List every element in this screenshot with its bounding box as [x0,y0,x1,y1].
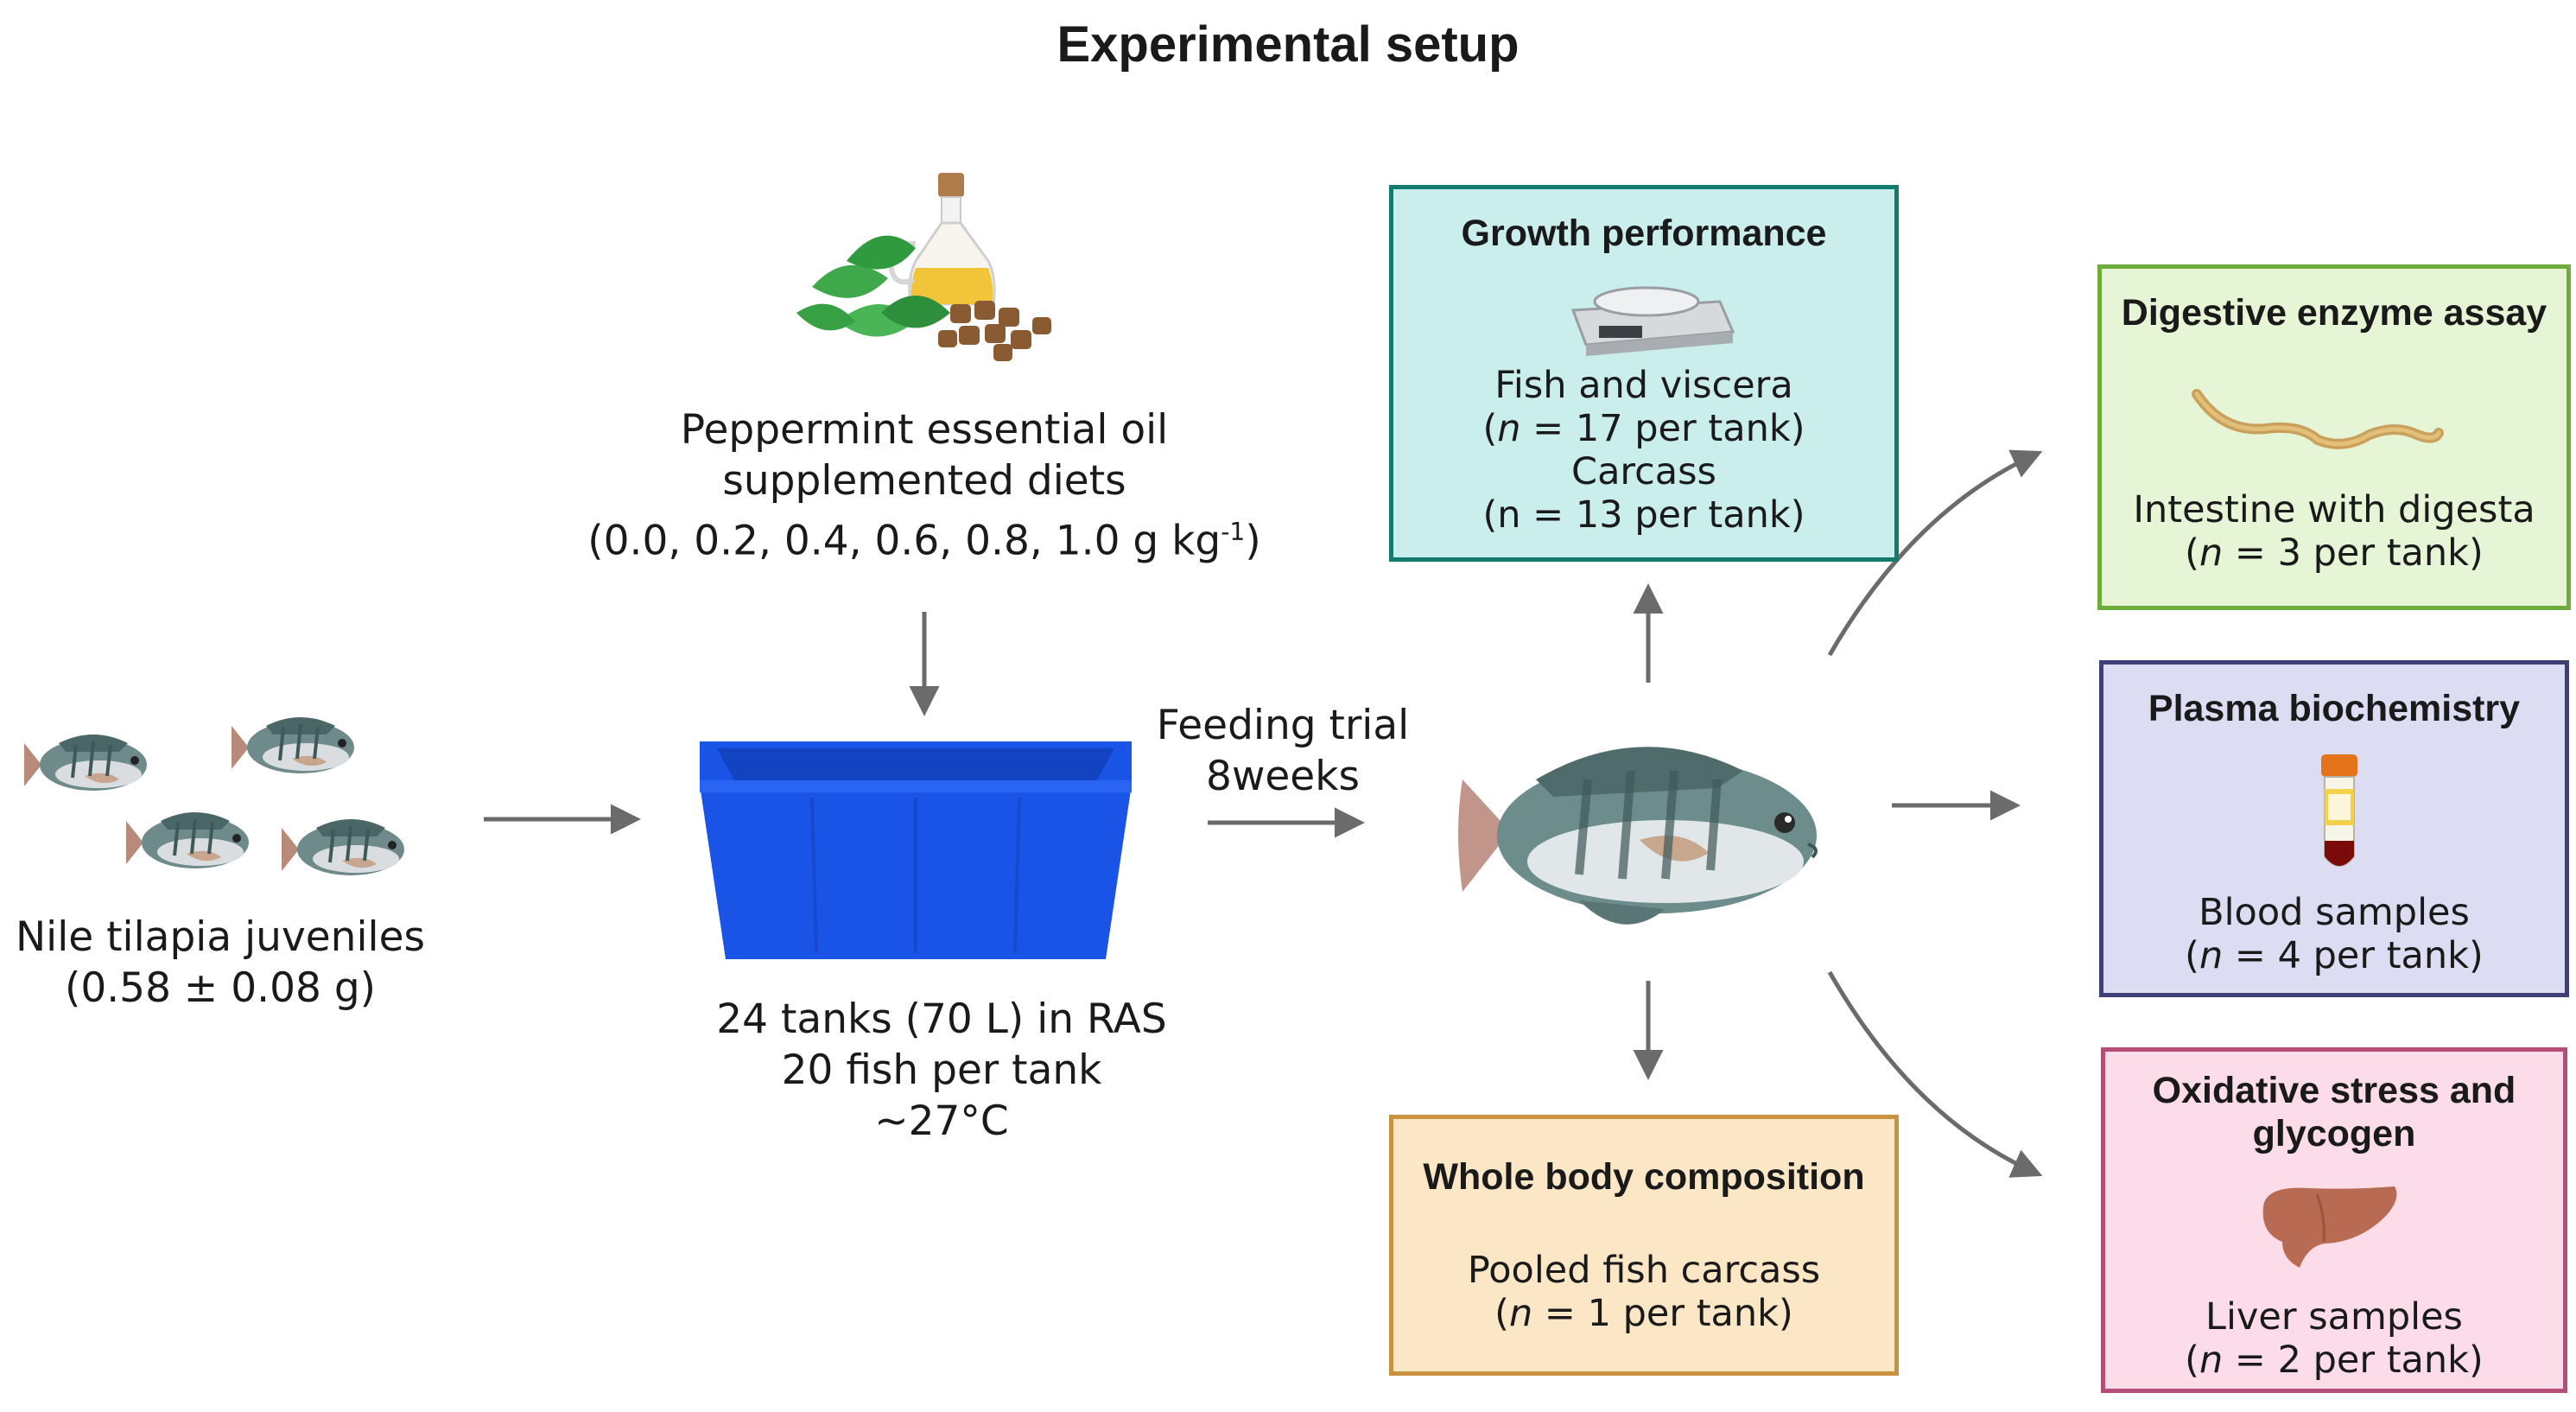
plasma-title: Plasma biochemistry [2148,688,2521,729]
fish-start-line-1: Nile tilapia juveniles [16,913,425,961]
tanks-line-3: ~27°C [874,1097,1009,1145]
oxidative-title-line-1: Oxidative stress and [2152,1070,2516,1111]
whole-body-body: Pooled fish carcass (n = 1 per tank) [1393,1249,1894,1335]
growth-line-2: (n = 17 per tank) [1482,407,1805,450]
digestive-enzyme-box: Digestive enzyme assay Intestine with di… [2097,264,2571,610]
oxidative-stress-box: Oxidative stress and glycogen Liver samp… [2101,1047,2567,1393]
whole-body-line-1: Pooled fish carcass [1467,1249,1821,1292]
tilapia-fish-group-icon [24,716,406,877]
tilapia-fish-icon [1458,747,1818,925]
feeding-label: Feeding trial 8weeks [1149,700,1417,802]
diet-line-1: Peppermint essential oil [680,406,1169,454]
plasma-biochemistry-box: Plasma biochemistry Blood samples (n = 4… [2099,660,2569,997]
digestive-body: Intestine with digesta (n = 3 per tank) [2102,488,2566,575]
oxidative-body: Liver samples (n = 2 per tank) [2105,1295,2563,1382]
tanks-line-2: 20 fish per tank [781,1046,1102,1094]
oxidative-line-2: (n = 2 per tank) [2185,1339,2484,1382]
diet-label: Peppermint essential oil supplemented di… [553,404,1296,567]
growth-line-4: (n = 13 per tank) [1482,493,1805,537]
growth-line-3: Carcass [1571,450,1716,493]
digestive-title: Digestive enzyme assay [2121,292,2547,334]
fish-start-line-2: (0.58 ± 0.08 g) [64,964,376,1012]
fish-start-label: Nile tilapia juveniles (0.58 ± 0.08 g) [0,912,441,1014]
whole-body-box: Whole body composition Pooled fish carca… [1389,1115,1899,1376]
blue-tank-icon [700,741,1132,959]
arrow-to-oxidative [1827,970,2043,1178]
liver-icon [2262,1186,2397,1268]
plasma-line-2: (n = 4 per tank) [2185,934,2484,977]
tanks-label: 24 tanks (70 L) in RAS 20 fish per tank … [639,994,1244,1147]
feeding-line-1: Feeding trial [1156,702,1410,749]
growth-performance-box: Growth performance Fish and viscera (n =… [1389,185,1899,562]
oxidative-title: Oxidative stress and glycogen [2105,1069,2563,1155]
feeding-line-2: 8weeks [1206,753,1360,800]
oxidative-title-line-2: glycogen [2252,1113,2416,1154]
plasma-body: Blood samples (n = 4 per tank) [2103,891,2565,977]
page-title: Experimental setup [1056,16,1520,73]
arrow-to-digestive [1827,449,2043,657]
intestine-icon [2192,389,2444,449]
oxidative-line-1: Liver samples [2205,1295,2463,1339]
diet-line-3: (0.0, 0.2, 0.4, 0.6, 0.8, 1.0 g kg-1) [587,517,1261,565]
growth-body: Fish and viscera (n = 17 per tank) Carca… [1393,364,1894,537]
whole-body-title: Whole body composition [1423,1156,1865,1198]
lab-balance-icon [1570,286,1735,356]
diet-line-2: supplemented diets [722,457,1126,505]
growth-line-1: Fish and viscera [1494,364,1793,407]
tanks-line-1: 24 tanks (70 L) in RAS [716,995,1167,1043]
digestive-line-2: (n = 3 per tank) [2185,531,2484,575]
peppermint-oil-pellets-icon [796,173,1051,361]
whole-body-line-2: (n = 1 per tank) [1494,1292,1793,1335]
growth-title: Growth performance [1461,213,1827,254]
plasma-line-1: Blood samples [2198,891,2470,934]
blood-tube-icon [2321,754,2357,867]
digestive-line-1: Intestine with digesta [2133,488,2535,531]
